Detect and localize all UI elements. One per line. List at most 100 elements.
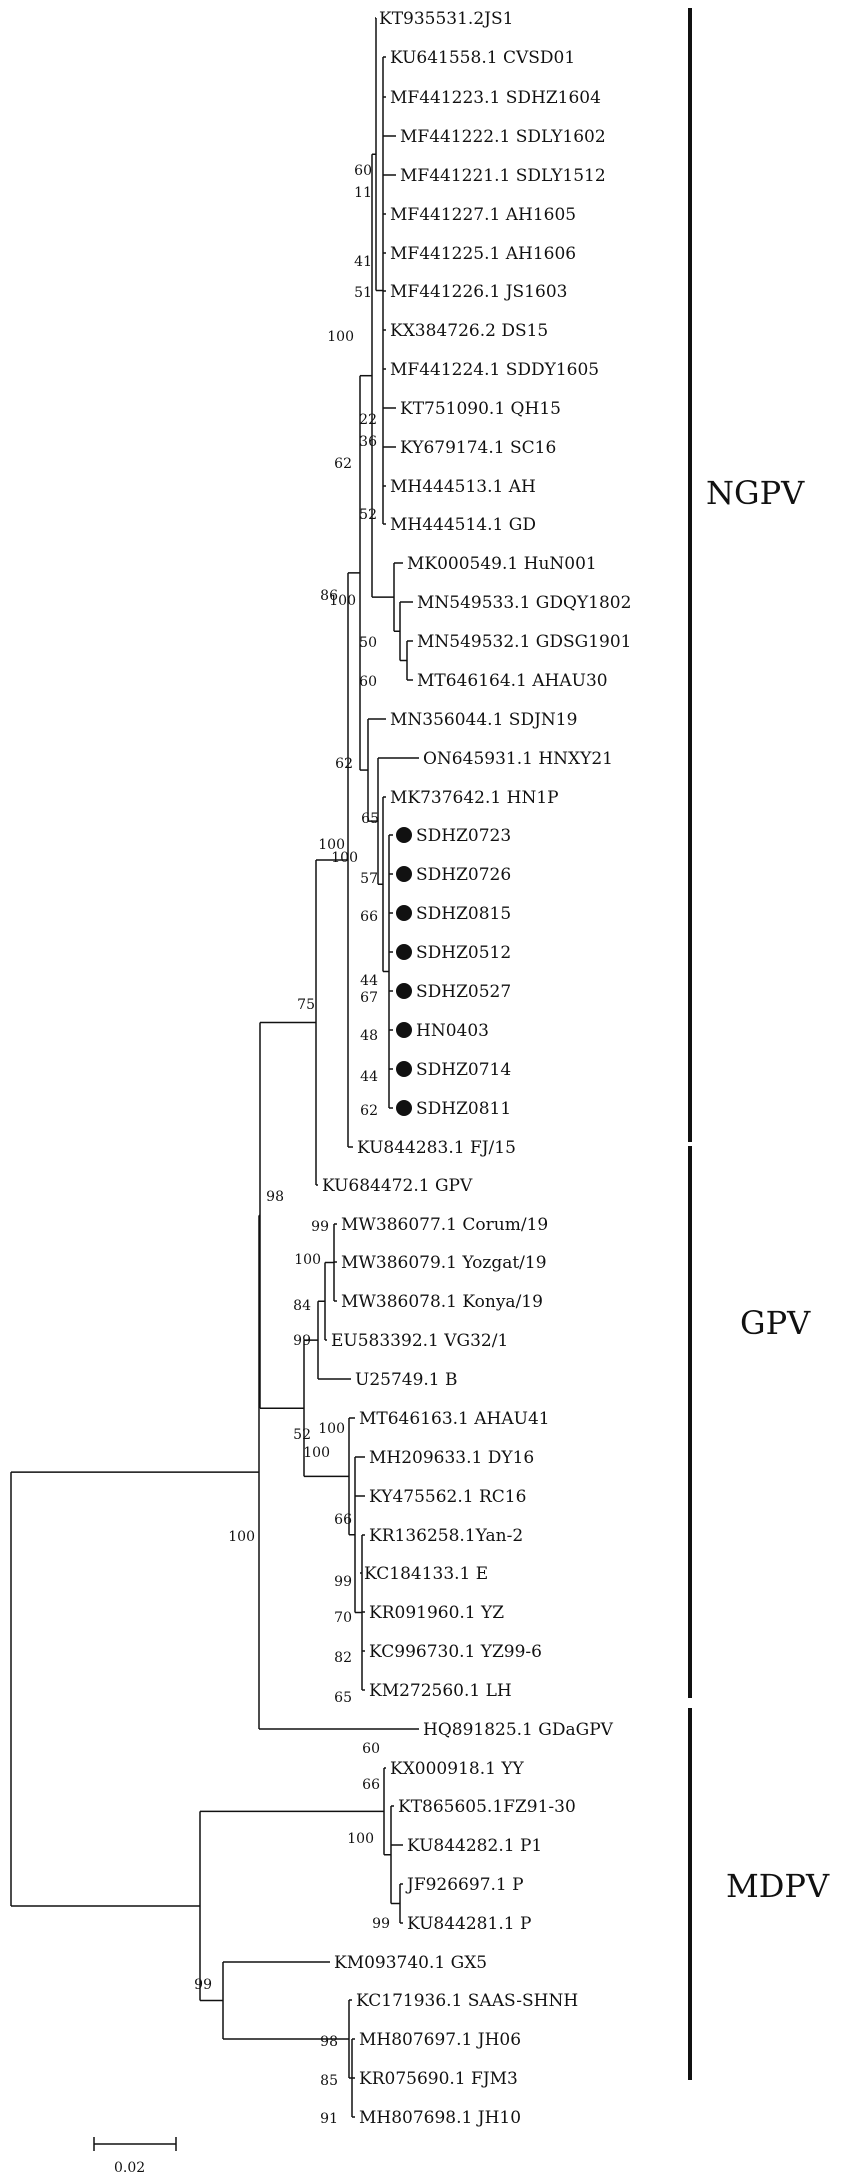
tip-label: MH444513.1 AH <box>390 477 536 497</box>
tip-label: KY679174.1 SC16 <box>400 438 556 458</box>
bootstrap-value: 99 <box>194 1977 212 1993</box>
tip-label: KX000918.1 YY <box>390 1759 525 1779</box>
tip-label: U25749.1 B <box>355 1370 458 1390</box>
bootstrap-value: 100 <box>294 1252 321 1268</box>
bootstrap-value: 66 <box>362 1777 380 1793</box>
tip-label: MW386078.1 Konya/19 <box>341 1292 543 1312</box>
marked-taxon-dot <box>396 827 412 843</box>
tip-label: KU844283.1 FJ/15 <box>357 1138 516 1158</box>
scale-bar-label: 0.02 <box>114 2160 145 2176</box>
bootstrap-value: 100 <box>331 850 358 866</box>
tip-label: KC171936.1 SAAS-SHNH <box>356 1991 578 2011</box>
tip-label: KT751090.1 QH15 <box>400 399 561 419</box>
bootstrap-value: 100 <box>318 1421 345 1437</box>
bootstrap-value: 100 <box>347 1831 374 1847</box>
bootstrap-value: 52 <box>293 1427 311 1443</box>
tip-label: KU844281.1 P <box>407 1914 531 1934</box>
tip-label: KT935531.2JS1 <box>379 9 513 29</box>
bootstrap-value: 62 <box>334 456 352 472</box>
bootstrap-value: 11 <box>354 185 372 201</box>
tip-label: MF441224.1 SDDY1605 <box>390 360 599 380</box>
bootstrap-value: 86 <box>320 588 338 604</box>
tip-label: SDHZ0527 <box>416 982 511 1002</box>
tip-label: HQ891825.1 GDaGPV <box>423 1720 614 1740</box>
tip-label: SDHZ0815 <box>416 904 511 924</box>
taxon-markers <box>396 827 412 1116</box>
tip-label: MF441225.1 AH1606 <box>390 244 576 264</box>
bootstrap-value: 84 <box>293 1298 311 1314</box>
tip-label: KR091960.1 YZ <box>369 1603 504 1623</box>
bootstrap-value: 100 <box>228 1529 255 1545</box>
bootstrap-value: 60 <box>359 674 377 690</box>
bootstrap-value: 100 <box>329 593 356 609</box>
bootstrap-value: 44 <box>360 1069 378 1085</box>
bootstrap-value: 50 <box>359 635 377 651</box>
bootstrap-value: 75 <box>297 997 315 1013</box>
bootstrap-value: 51 <box>354 285 372 301</box>
tip-label: MH807697.1 JH06 <box>359 2030 521 2050</box>
clade-label-gpv: GPV <box>740 1304 811 1342</box>
clade-label-ngpv: NGPV <box>706 474 805 512</box>
marked-taxon-dot <box>396 1100 412 1116</box>
tip-label: KX384726.2 DS15 <box>390 321 548 341</box>
tip-label: KY475562.1 RC16 <box>369 1487 526 1507</box>
marked-taxon-dot <box>396 983 412 999</box>
tip-label: MF441226.1 JS1603 <box>390 282 567 302</box>
bootstrap-value: 99 <box>334 1574 352 1590</box>
bootstrap-value: 65 <box>361 811 379 827</box>
tip-label: KT865605.1FZ91-30 <box>398 1797 576 1817</box>
marked-taxon-dot <box>396 866 412 882</box>
tip-label: KR075690.1 FJM3 <box>359 2069 518 2089</box>
bootstrap-value: 60 <box>362 1741 380 1757</box>
tip-label: JF926697.1 P <box>405 1875 524 1895</box>
tip-label: SDHZ0723 <box>416 826 511 846</box>
bootstrap-value: 82 <box>334 1650 352 1666</box>
bootstrap-value: 98 <box>266 1189 284 1205</box>
tip-label: KC996730.1 YZ99-6 <box>369 1642 542 1662</box>
tip-label: KU684472.1 GPV <box>322 1176 473 1196</box>
tip-label: MF441221.1 SDLY1512 <box>400 166 606 186</box>
marked-taxon-dot <box>396 905 412 921</box>
tip-label: MF441227.1 AH1605 <box>390 205 576 225</box>
bootstrap-value: 57 <box>360 871 378 887</box>
clade-label-mdpv: MDPV <box>726 1867 830 1905</box>
tip-label: MT646163.1 AHAU41 <box>359 1409 550 1429</box>
tip-label: KU844282.1 P1 <box>407 1836 542 1856</box>
bootstrap-value: 52 <box>359 507 377 523</box>
tip-label: SDHZ0726 <box>416 865 511 885</box>
bootstrap-value: 62 <box>360 1103 378 1119</box>
tip-label: KM093740.1 GX5 <box>334 1953 487 1973</box>
bootstrap-value: 99 <box>311 1219 329 1235</box>
bootstrap-value: 36 <box>359 434 377 450</box>
bootstrap-value: 98 <box>320 2034 338 2050</box>
tree-branches <box>10 17 419 2118</box>
tip-label: MH209633.1 DY16 <box>369 1448 534 1468</box>
bootstrap-value: 48 <box>360 1028 378 1044</box>
tip-label: SDHZ0811 <box>416 1099 511 1119</box>
marked-taxon-dot <box>396 1022 412 1038</box>
bootstrap-value: 91 <box>320 2111 338 2127</box>
bootstrap-value: 41 <box>354 254 372 270</box>
marked-taxon-dot <box>396 944 412 960</box>
tip-label: MW386077.1 Corum/19 <box>341 1215 548 1235</box>
scale-bar: 0.02 <box>93 2137 177 2176</box>
tip-label: MN549532.1 GDSG1901 <box>417 632 632 652</box>
tip-label: MK737642.1 HN1P <box>390 788 559 808</box>
bootstrap-value: 65 <box>334 1690 352 1706</box>
tip-label: KC184133.1 E <box>364 1564 488 1584</box>
tip-label: MH444514.1 GD <box>390 515 536 535</box>
marked-taxon-dot <box>396 1061 412 1077</box>
tip-label: MF441223.1 SDHZ1604 <box>390 88 601 108</box>
tip-label: MK000549.1 HuN001 <box>407 554 597 574</box>
bootstrap-value: 70 <box>334 1610 352 1626</box>
tip-label: ON645931.1 HNXY21 <box>423 749 613 769</box>
tip-label: SDHZ0714 <box>416 1060 511 1080</box>
bootstrap-value: 85 <box>320 2073 338 2089</box>
bootstrap-value: 100 <box>327 329 354 345</box>
bootstrap-value: 99 <box>372 1916 390 1932</box>
bootstrap-value: 100 <box>303 1445 330 1461</box>
bootstrap-value: 22 <box>359 412 377 428</box>
bootstrap-values: 6011415110022366252861005060626510057664… <box>194 163 390 2127</box>
